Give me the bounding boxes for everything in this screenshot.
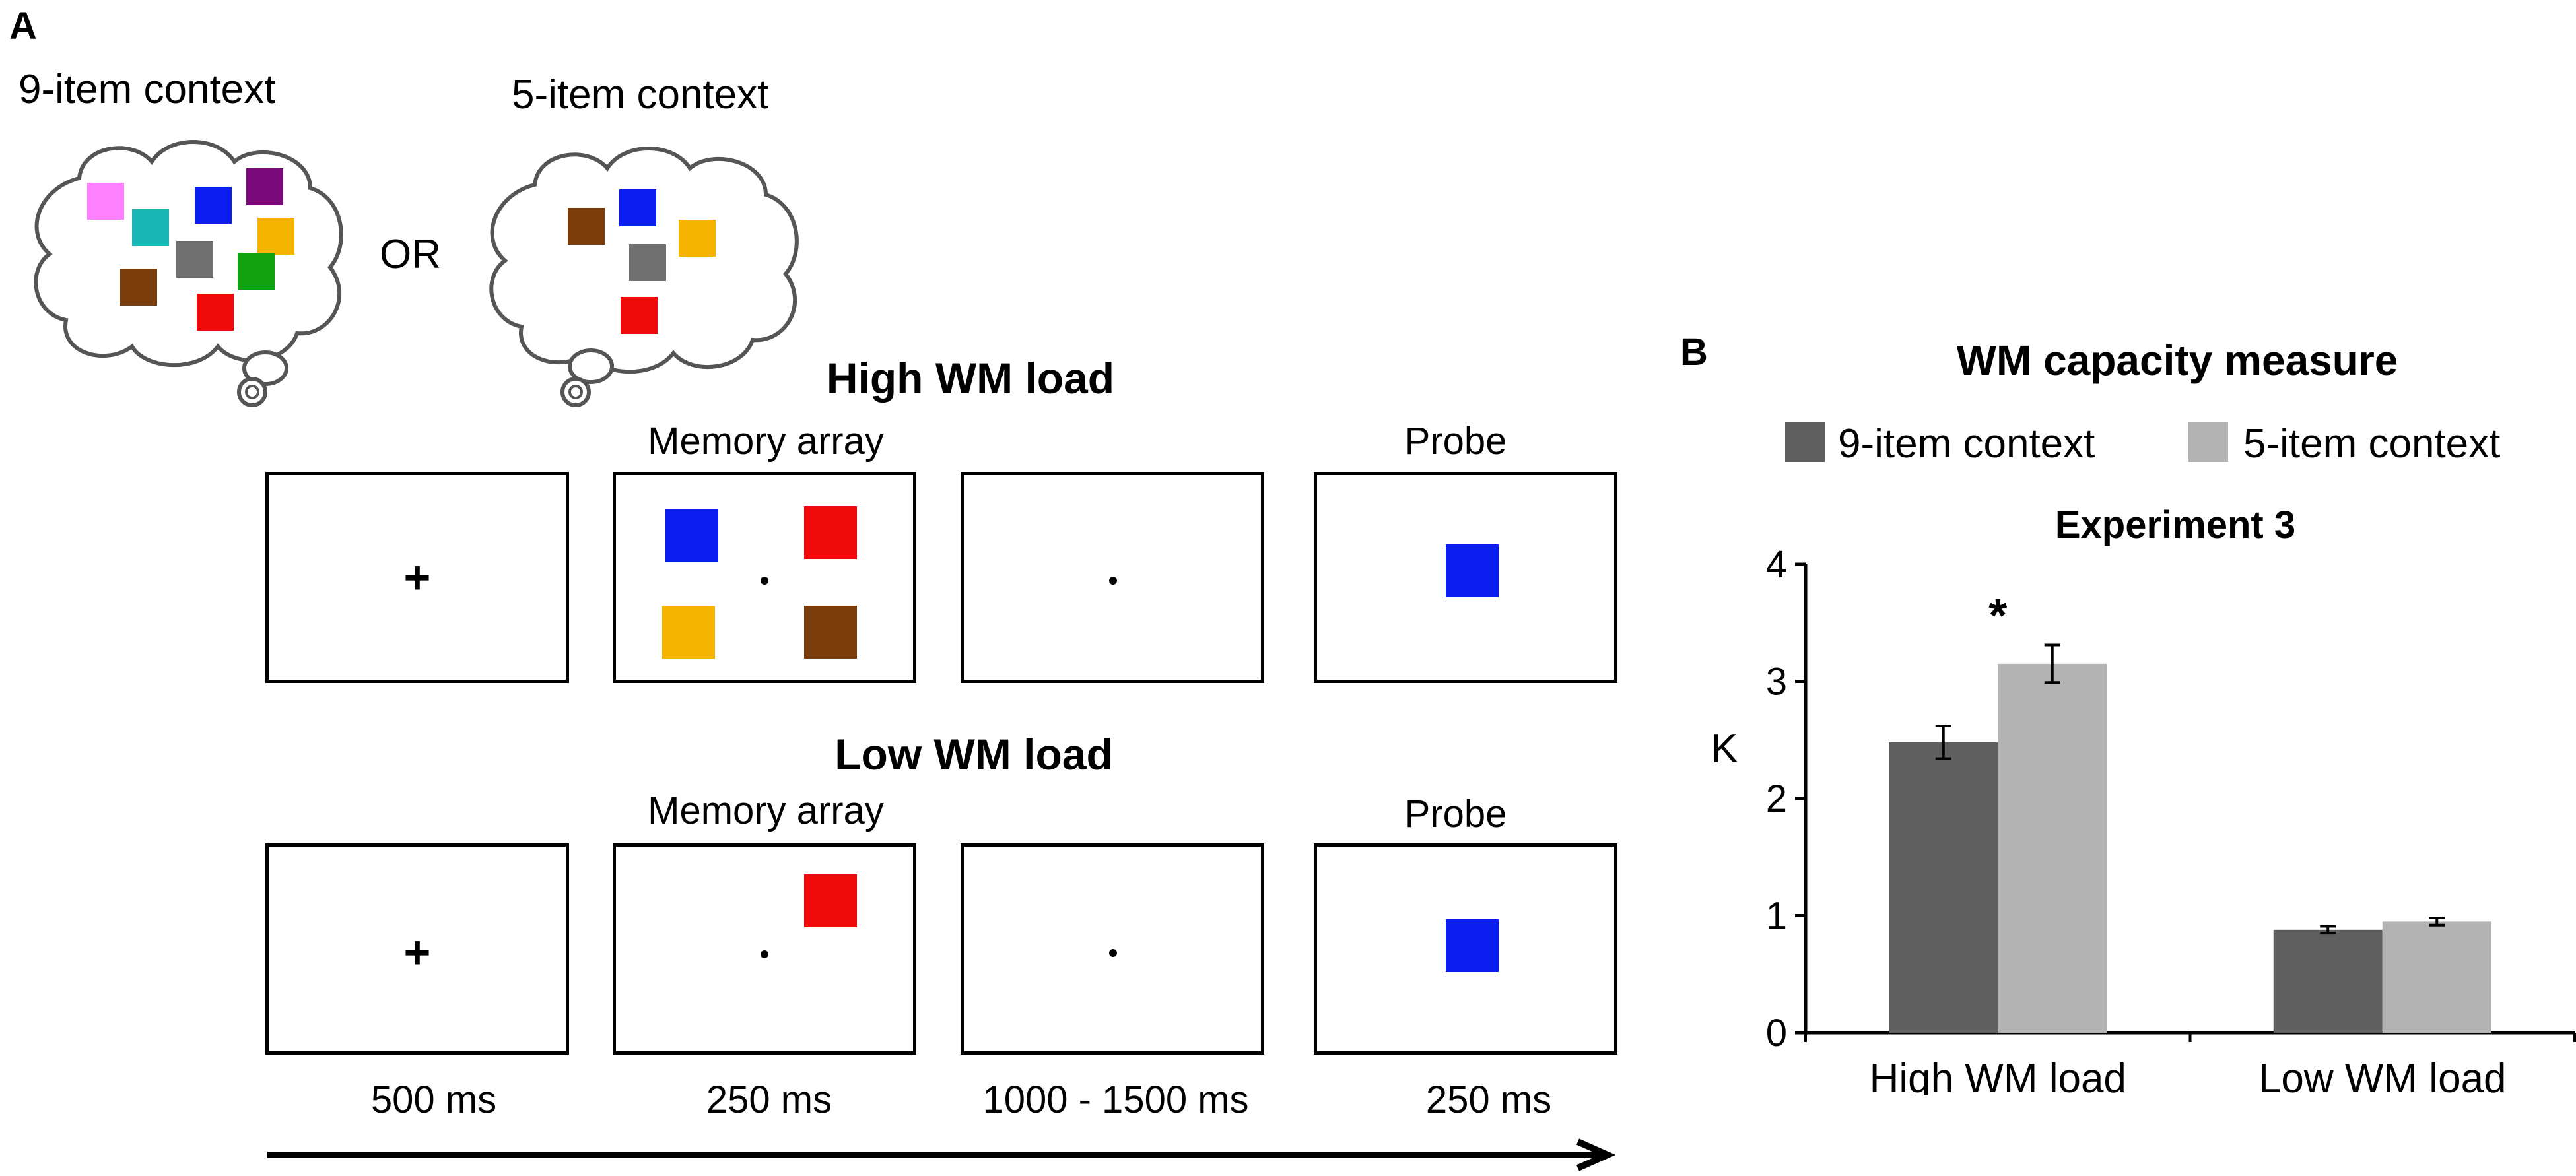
legend-swatch-9-item <box>1785 422 1825 462</box>
legend: 9-item context 5-item context <box>1785 421 2500 467</box>
context-square <box>679 220 716 257</box>
bar <box>1889 742 1998 1033</box>
low-memory-array-frame <box>613 843 916 1055</box>
bar <box>2273 929 2383 1033</box>
high-delay-frame <box>961 472 1264 683</box>
significance-star: * <box>1988 589 2007 642</box>
wm-capacity-chart: WM capacity measure 9-item context 5-ite… <box>1711 337 2576 1095</box>
chart-subtitle: Experiment 3 <box>2055 504 2295 546</box>
panel-a-letter: A <box>9 5 37 48</box>
chart-title: WM capacity measure <box>1957 337 2398 384</box>
error-bars <box>1935 643 2445 935</box>
timing-label-memory: 250 ms <box>706 1078 832 1121</box>
memory-square <box>662 606 715 659</box>
memory-square <box>804 506 857 559</box>
fixation-dot <box>761 950 768 958</box>
probe-square <box>1446 919 1499 972</box>
fixation-cross: + <box>403 552 431 603</box>
category-label: High WM load <box>1870 1056 2126 1095</box>
category-label: Low WM load <box>2258 1056 2507 1095</box>
category-labels: High WM load Low WM load <box>1870 1056 2507 1095</box>
fixation-cross: + <box>403 927 431 978</box>
context-square <box>87 183 124 220</box>
bars <box>1889 663 2491 1033</box>
y-axis: 0 1 2 3 4 <box>1766 543 1808 1055</box>
bar <box>2382 921 2491 1033</box>
or-label: OR <box>380 232 441 277</box>
probe-square <box>1446 544 1499 597</box>
context-square <box>197 294 234 331</box>
high-probe-frame <box>1314 472 1617 683</box>
context-square <box>195 187 232 224</box>
x-axis <box>1804 1031 2576 1042</box>
y-axis-label: K <box>1711 726 1738 771</box>
y-tick-label: 3 <box>1766 661 1787 703</box>
legend-label-9-item: 9-item context <box>1838 421 2095 467</box>
five-item-thought-cloud <box>489 147 799 407</box>
context-square <box>238 253 275 290</box>
timing-label-fixation: 500 ms <box>370 1078 497 1121</box>
legend-swatch-5-item <box>2188 422 2228 462</box>
timing-label-probe: 250 ms <box>1425 1078 1552 1121</box>
low-probe-frame <box>1314 843 1617 1055</box>
fixation-dot <box>761 577 768 585</box>
context-square <box>619 189 656 226</box>
five-item-context-title: 5-item context <box>512 72 769 117</box>
high-memory-array-label: Memory array <box>648 420 884 463</box>
y-tick-label: 2 <box>1766 777 1787 820</box>
timing-label-delay: 1000 - 1500 ms <box>982 1078 1249 1121</box>
high-fixation-frame: + <box>265 472 569 683</box>
time-arrow <box>267 1138 1616 1171</box>
low-fixation-frame: + <box>265 843 569 1055</box>
memory-square <box>804 874 857 927</box>
bar <box>1998 663 2107 1033</box>
context-square <box>176 241 213 278</box>
context-square <box>120 269 157 306</box>
context-square <box>621 297 658 334</box>
low-load-title: Low WM load <box>834 730 1113 779</box>
context-square <box>132 209 169 246</box>
context-square <box>246 168 283 205</box>
significance-markers: * <box>1988 589 2007 642</box>
nine-item-context-title: 9-item context <box>18 67 276 112</box>
memory-square <box>804 606 857 659</box>
context-square <box>629 244 666 281</box>
low-delay-frame <box>961 843 1264 1055</box>
fixation-dot <box>1109 949 1117 957</box>
context-square <box>568 208 605 245</box>
nine-item-thought-cloud <box>34 140 343 407</box>
high-memory-array-frame <box>613 472 916 683</box>
y-tick-label: 4 <box>1766 543 1787 586</box>
high-load-title: High WM load <box>826 354 1115 403</box>
y-tick-label: 1 <box>1766 895 1787 938</box>
panel-b-letter: B <box>1680 331 1708 374</box>
y-tick-label: 0 <box>1766 1012 1787 1055</box>
high-probe-label: Probe <box>1404 420 1507 463</box>
low-memory-array-label: Memory array <box>648 789 884 832</box>
low-probe-label: Probe <box>1404 793 1507 835</box>
context-square <box>257 218 294 255</box>
fixation-dot <box>1109 577 1117 585</box>
memory-square <box>665 509 718 562</box>
legend-label-5-item: 5-item context <box>2243 421 2500 467</box>
